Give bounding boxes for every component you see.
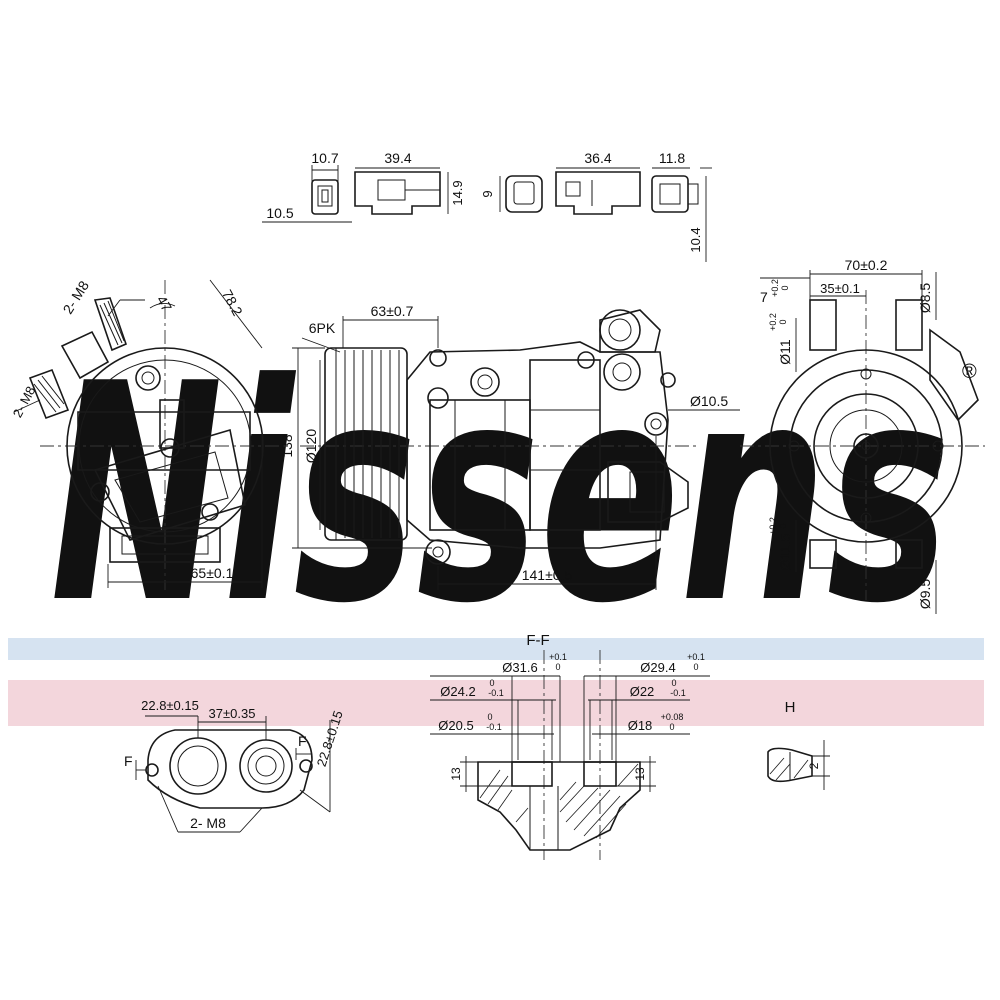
left-angle: 47 [154, 293, 176, 315]
right-d2-tol-bot: 0 [778, 319, 788, 324]
right-top-dim: 70±0.2 [845, 257, 888, 273]
right-d2: Ø11 [777, 339, 793, 365]
ff-o3-tol-bot: -0.1 [488, 688, 504, 698]
conn5-width: 11.8 [659, 150, 685, 166]
flange-d1: 22.8±0.15 [141, 698, 199, 713]
connector-4: 36.4 [555, 150, 641, 215]
ff-o2-tol-top: +0.1 [687, 652, 705, 662]
right-d4: Ø11.5 [777, 533, 793, 570]
side-view: 6PK 63±0.7 138 Ø120 Ø10.5 141±0.5 [279, 303, 740, 590]
ff-o3-tol-top: 0 [489, 678, 494, 688]
detail-h-title: H [785, 699, 796, 716]
side-length: 141±0.5 [522, 567, 573, 583]
ff-o2: Ø29.4 [640, 660, 675, 675]
left-bolt-top: 2- M8 [59, 278, 92, 317]
ff-h1: 13 [449, 767, 463, 781]
conn2-width: 39.4 [384, 150, 411, 166]
ff-o1-tol-bot: 0 [555, 662, 560, 672]
ff-o2-tol-bot: 0 [693, 662, 698, 672]
section-ff: F-F [430, 632, 710, 860]
right-d1: 7 [760, 289, 768, 305]
detail-h-dim: 2 [807, 762, 821, 769]
right-inner-dim: 35±0.1 [820, 281, 860, 296]
connector-2: 39.4 14.9 [354, 150, 465, 215]
conn1-base: 10.5 [266, 205, 293, 221]
side-top-dim: 63±0.7 [371, 303, 414, 319]
connector-5: 11.8 10.4 [651, 150, 712, 262]
right-d4-tol-top: +0.2 [768, 517, 778, 535]
detail-h: H 2 [767, 699, 830, 790]
ff-o1: Ø31.6 [502, 660, 537, 675]
right-d4-tol-bot: 0 [778, 523, 788, 528]
connector-1: 10.7 10.5 [262, 150, 352, 223]
pulley-diameter: Ø120 [303, 429, 319, 463]
right-d1-tol-top: +0.2 [770, 279, 780, 297]
conn1-width: 10.7 [311, 150, 338, 166]
flange-label-f2: F [298, 733, 307, 749]
ff-o5-tol-top: 0 [487, 712, 492, 722]
ff-o3: Ø24.2 [440, 684, 475, 699]
ff-o6-tol-top: +0.08 [661, 712, 684, 722]
ff-o6-tol-bot: 0 [669, 722, 674, 732]
flange-label-f1: F [124, 753, 133, 769]
ff-o5-tol-bot: -0.1 [486, 722, 502, 732]
left-width: 65±0.1 [191, 565, 234, 581]
right-d5: Ø9.5 [917, 579, 933, 610]
mount-hole: Ø10.5 [690, 393, 728, 409]
ff-h2: 13 [633, 767, 647, 781]
ff-o4: Ø22 [630, 684, 655, 699]
right-d3: Ø8.5 [917, 283, 933, 314]
right-d2-tol-top: +0.2 [768, 313, 778, 331]
ff-o5: Ø20.5 [438, 718, 473, 733]
ff-o1-tol-top: +0.1 [549, 652, 567, 662]
belt-type: 6PK [309, 320, 336, 336]
watermark: Nissens ® [50, 320, 977, 669]
right-d1-tol-bot: 0 [780, 285, 790, 290]
conn2-height: 14.9 [450, 180, 465, 205]
left-bolt-left: 2- M8 [10, 384, 39, 420]
flange-d2: 37±0.35 [209, 706, 256, 721]
section-title: F-F [526, 632, 549, 649]
ff-o4-tol-bot: -0.1 [670, 688, 686, 698]
side-height: 138 [279, 434, 295, 458]
ff-o6: Ø18 [628, 718, 653, 733]
conn4-width: 36.4 [584, 150, 611, 166]
flange-bolt: 2- M8 [190, 815, 226, 831]
watermark-text: Nissens [50, 320, 950, 669]
red-band [8, 680, 984, 726]
front-view-right: 70±0.2 35±0.1 7 +0.2 0 Ø11 +0.2 0 Ø8.5 Ø… [740, 257, 985, 614]
left-diagonal: 78.2 [219, 287, 246, 319]
section-hatching [479, 763, 639, 839]
conn3-height: 9 [480, 190, 495, 197]
connector-3: 9 [480, 175, 543, 213]
conn5-height: 10.4 [688, 227, 703, 252]
ff-o4-tol-top: 0 [671, 678, 676, 688]
blue-band [8, 638, 984, 660]
